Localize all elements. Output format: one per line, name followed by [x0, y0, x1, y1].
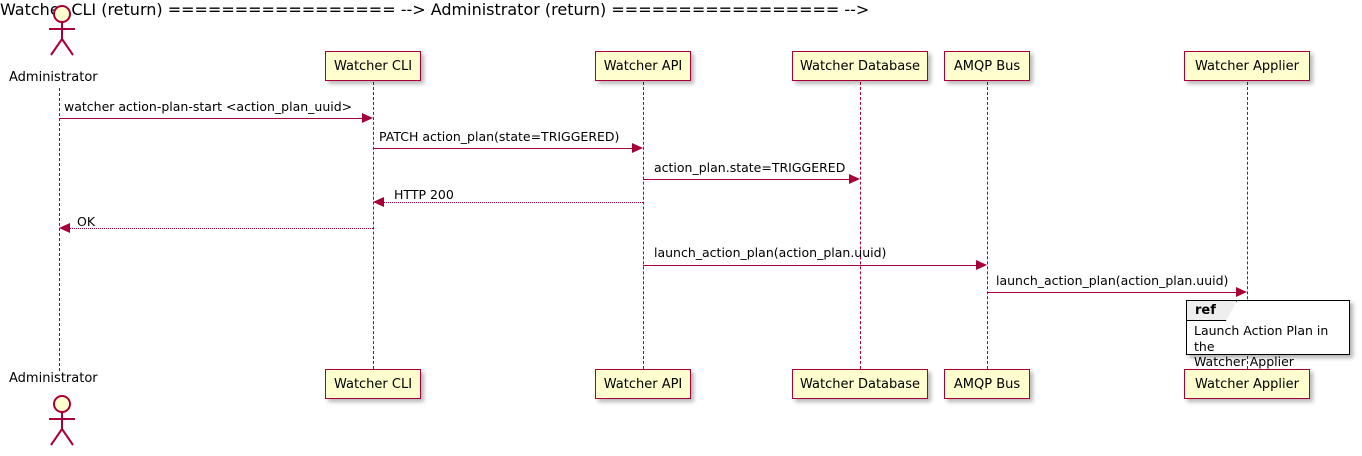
- ref-fragment-tab-label: ref: [1187, 301, 1237, 321]
- participant-watcher-database-bottom[interactable]: Watcher Database: [792, 369, 928, 399]
- message-line-2: [373, 148, 632, 149]
- message-label-launch-action-plan-applier: launch_action_plan(action_plan.uuid): [996, 273, 1229, 288]
- actor-label-administrator-top: Administrator: [9, 70, 98, 85]
- participant-label: Watcher CLI: [333, 58, 413, 74]
- message-line-4: [384, 202, 643, 203]
- participant-label: AMQP Bus: [953, 376, 1021, 392]
- lifeline-amqp-bus: [987, 82, 988, 369]
- actor-administrator-bottom: [37, 392, 81, 448]
- actor-figure-icon: [49, 395, 75, 446]
- message-line-6: [643, 265, 976, 266]
- actor-figure-icon: [49, 5, 75, 56]
- participant-label: Watcher Applier: [1195, 376, 1299, 392]
- participant-label: Watcher API: [603, 376, 683, 392]
- lifeline-watcher-database: [860, 82, 861, 369]
- arrow-head-right-7: [1236, 287, 1247, 297]
- arrow-head-left-5: [59, 223, 70, 233]
- participant-label: Watcher Database: [800, 376, 920, 392]
- participant-label: Watcher API: [603, 58, 683, 74]
- participant-label: Watcher Applier: [1195, 58, 1299, 74]
- participant-watcher-applier-bottom[interactable]: Watcher Applier: [1184, 369, 1310, 399]
- message-label-watcher-action-plan-start: watcher action-plan-start <action_plan_u…: [64, 99, 353, 114]
- participant-amqp-bus-bottom[interactable]: AMQP Bus: [944, 369, 1030, 399]
- actor-label-administrator-bottom: Administrator: [9, 371, 98, 386]
- participant-watcher-cli-bottom[interactable]: Watcher CLI: [325, 369, 421, 399]
- participant-watcher-api-top[interactable]: Watcher API: [595, 51, 691, 81]
- participant-watcher-database-top[interactable]: Watcher Database: [792, 51, 928, 81]
- ref-fragment[interactable]: ref Launch Action Plan in the Watcher Ap…: [1186, 300, 1350, 369]
- message-line-3: [643, 179, 849, 180]
- participant-watcher-cli-top[interactable]: Watcher CLI: [325, 51, 421, 81]
- ref-fragment-text: Launch Action Plan in the Watcher Applie…: [1194, 323, 1329, 370]
- participant-amqp-bus-top[interactable]: AMQP Bus: [944, 51, 1030, 81]
- arrow-head-right-1: [362, 113, 373, 123]
- message-label-launch-action-plan-amqp: launch_action_plan(action_plan.uuid): [654, 245, 887, 260]
- lifeline-watcher-applier: [1247, 82, 1248, 369]
- participant-label: Watcher Database: [800, 58, 920, 74]
- message-line-1: [59, 118, 362, 119]
- message-line-7: [987, 292, 1236, 293]
- participant-label: AMQP Bus: [953, 58, 1021, 74]
- arrow-head-right-3: [849, 174, 860, 184]
- arrow-head-right-6: [976, 260, 987, 270]
- message-line-5: [70, 228, 373, 229]
- lifeline-watcher-cli: [373, 82, 374, 369]
- message-label-ok: OK: [77, 214, 96, 229]
- message-label-action-plan-state-triggered: action_plan.state=TRIGGERED: [654, 160, 846, 175]
- arrow-head-right-2: [632, 143, 643, 153]
- lifeline-watcher-api: [643, 82, 644, 369]
- actor-administrator-top: [37, 2, 81, 58]
- participant-watcher-applier-top[interactable]: Watcher Applier: [1184, 51, 1310, 81]
- message-label-patch-action-plan: PATCH action_plan(state=TRIGGERED): [379, 129, 620, 144]
- participant-label: Watcher CLI: [333, 376, 413, 392]
- participant-watcher-api-bottom[interactable]: Watcher API: [595, 369, 691, 399]
- arrow-head-left-4: [373, 197, 384, 207]
- message-label-http-200: HTTP 200: [394, 187, 454, 202]
